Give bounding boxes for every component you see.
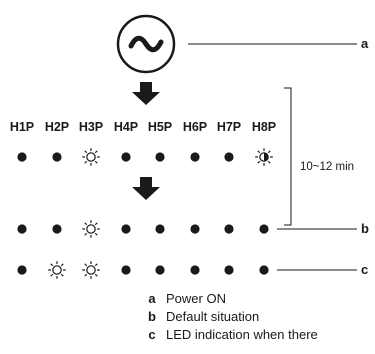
led-on-h4p — [121, 265, 131, 275]
led-on-h6p — [190, 152, 200, 162]
led-header-h2p: H2P — [44, 120, 70, 134]
led-on-h4p — [121, 224, 131, 234]
callout-label-c: c — [361, 262, 369, 277]
led-half-h8p — [255, 148, 273, 166]
led-on-h7p — [224, 265, 234, 275]
led-blink-h2p — [48, 261, 66, 279]
led-on-h2p — [52, 224, 62, 234]
led-on-h7p — [224, 224, 234, 234]
led-on-h7p — [224, 152, 234, 162]
led-blink-h3p — [82, 220, 100, 238]
callout-label-a: a — [361, 36, 369, 51]
timing-label: 10~12 min — [300, 161, 355, 173]
led-on-h5p — [155, 265, 165, 275]
led-on-h5p — [155, 152, 165, 162]
callout-label-b: b — [361, 221, 369, 236]
power-symbol-circle — [116, 14, 176, 74]
legend-text-default: Default situation — [166, 309, 260, 324]
led-header-h8p: H8P — [251, 120, 277, 134]
led-header-h3p: H3P — [78, 120, 104, 134]
led-header-h6p: H6P — [182, 120, 208, 134]
led-on-h6p — [190, 265, 200, 275]
led-row-2 — [17, 220, 269, 238]
led-on-h8p — [259, 224, 269, 234]
led-on-h2p — [52, 152, 62, 162]
led-blink-h3p — [82, 148, 100, 166]
power-symbol-wave-icon — [128, 35, 164, 53]
led-row-1 — [17, 148, 273, 166]
led-row-3 — [17, 261, 269, 279]
led-on-h6p — [190, 224, 200, 234]
led-on-h1p — [17, 152, 27, 162]
legend-key-b: b — [148, 309, 156, 324]
timing-bracket — [284, 87, 292, 226]
led-header-h1p: H1P — [9, 120, 35, 134]
led-rows — [17, 148, 273, 279]
legend-text-power-on: Power ON — [166, 291, 226, 306]
led-header-h4p: H4P — [113, 120, 139, 134]
legend-text-led-indication: LED indication when there — [166, 327, 318, 342]
led-on-h1p — [17, 224, 27, 234]
legend-key-a: a — [148, 291, 156, 306]
led-header-h5p: H5P — [147, 120, 173, 134]
down-arrow-icon — [132, 177, 160, 200]
down-arrow-icon — [132, 82, 160, 105]
led-header-h7p: H7P — [216, 120, 242, 134]
led-on-h4p — [121, 152, 131, 162]
led-blink-h3p — [82, 261, 100, 279]
legend-key-c: c — [148, 327, 156, 342]
led-on-h8p — [259, 265, 269, 275]
led-on-h1p — [17, 265, 27, 275]
led-on-h5p — [155, 224, 165, 234]
